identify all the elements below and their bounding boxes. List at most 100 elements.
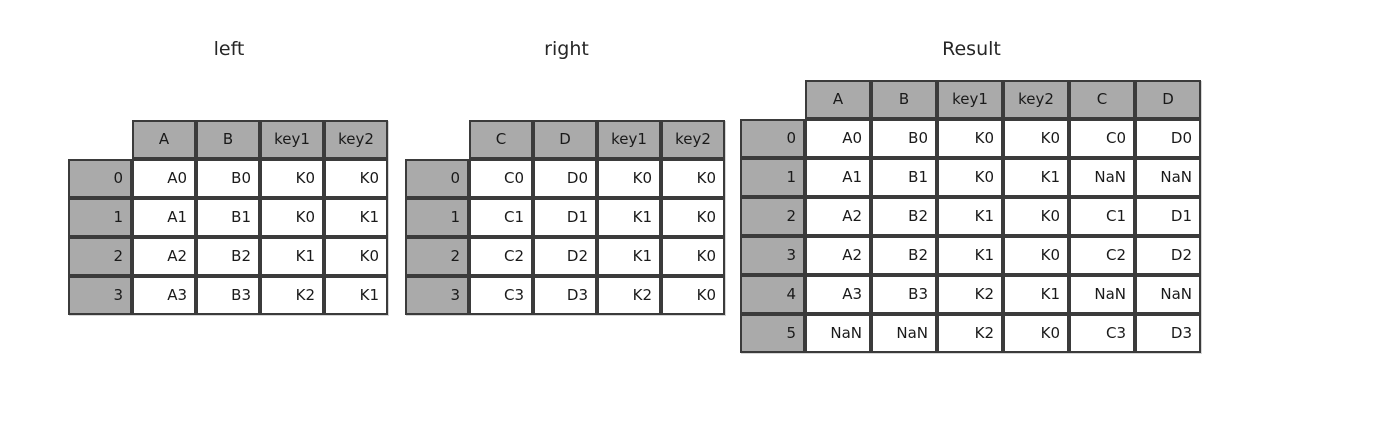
table-cell: D3 [1135, 314, 1201, 353]
table-cell: K0 [661, 198, 725, 237]
table-cell: K0 [661, 276, 725, 315]
row-index-cell: 1 [740, 158, 805, 197]
column-header: C [1069, 80, 1135, 119]
table-cell: K1 [260, 237, 324, 276]
row-index-cell: 0 [405, 159, 469, 198]
column-header: key1 [937, 80, 1003, 119]
row-index-cell: 2 [68, 237, 132, 276]
table-cell: C1 [1069, 197, 1135, 236]
column-header: key1 [597, 120, 661, 159]
table-cell: NaN [1069, 275, 1135, 314]
row-index-cell: 1 [405, 198, 469, 237]
table-cell: K0 [324, 237, 388, 276]
table-cell: C3 [469, 276, 533, 315]
table-cell: K0 [1003, 314, 1069, 353]
table-row: 1 A1 B1 K0 K1 [68, 198, 388, 237]
table-cell: B2 [871, 197, 937, 236]
row-index-cell: 3 [405, 276, 469, 315]
row-index-cell: 0 [740, 119, 805, 158]
table-cell: B1 [871, 158, 937, 197]
table-cell: A1 [132, 198, 196, 237]
table-row: 3 A3 B3 K2 K1 [68, 276, 388, 315]
table-row: 4 A3 B3 K2 K1 NaN NaN [740, 275, 1201, 314]
table-cell: K0 [1003, 197, 1069, 236]
row-index-cell: 0 [68, 159, 132, 198]
table-cell: B2 [196, 237, 260, 276]
column-header: D [1135, 80, 1201, 119]
table-cell: B3 [196, 276, 260, 315]
column-header: key2 [661, 120, 725, 159]
table-cell: K1 [324, 276, 388, 315]
column-header: B [871, 80, 937, 119]
row-index-cell: 3 [740, 236, 805, 275]
table-cell: C2 [469, 237, 533, 276]
row-index-cell: 4 [740, 275, 805, 314]
table-cell: K2 [260, 276, 324, 315]
table-cell: K0 [260, 159, 324, 198]
table-header-row: C D key1 key2 [405, 120, 725, 159]
table-cell: B0 [196, 159, 260, 198]
panel-result-title: Result [942, 38, 1001, 60]
table-row: 0 C0 D0 K0 K0 [405, 159, 725, 198]
table-cell: A2 [132, 237, 196, 276]
table-cell: C0 [469, 159, 533, 198]
row-index-cell: 2 [405, 237, 469, 276]
table-cell: C3 [1069, 314, 1135, 353]
table-cell: K0 [937, 158, 1003, 197]
table-cell: NaN [871, 314, 937, 353]
row-index-cell: 3 [68, 276, 132, 315]
table-result: A B key1 key2 C D 0 A0 B0 K0 K0 C0 D0 [740, 80, 1201, 353]
column-header: key2 [1003, 80, 1069, 119]
table-cell: K0 [1003, 236, 1069, 275]
table-header-row: A B key1 key2 C D [740, 80, 1201, 119]
table-header-row: A B key1 key2 [68, 120, 388, 159]
table-row: 5 NaN NaN K2 K0 C3 D3 [740, 314, 1201, 353]
table-cell: A0 [805, 119, 871, 158]
table-cell: C1 [469, 198, 533, 237]
table-row: 3 A2 B2 K1 K0 C2 D2 [740, 236, 1201, 275]
table-cell: K0 [937, 119, 1003, 158]
table-cell: NaN [1135, 158, 1201, 197]
row-index-cell: 5 [740, 314, 805, 353]
table-cell: K0 [597, 159, 661, 198]
table-cell: A1 [805, 158, 871, 197]
table-row: 2 A2 B2 K1 K0 [68, 237, 388, 276]
table-cell: K2 [937, 314, 1003, 353]
table-cell: K2 [597, 276, 661, 315]
table-cell: C0 [1069, 119, 1135, 158]
table-cell: B0 [871, 119, 937, 158]
table-row: 1 A1 B1 K0 K1 NaN NaN [740, 158, 1201, 197]
table-cell: D2 [533, 237, 597, 276]
table-row: 2 C2 D2 K1 K0 [405, 237, 725, 276]
table-row: 0 A0 B0 K0 K0 [68, 159, 388, 198]
table-cell: C2 [1069, 236, 1135, 275]
table-cell: K1 [597, 198, 661, 237]
table-cell: K2 [937, 275, 1003, 314]
index-corner-cell [405, 120, 469, 159]
table-cell: A2 [805, 197, 871, 236]
table-left: A B key1 key2 0 A0 B0 K0 K0 1 A1 B1 [68, 120, 388, 315]
panel-left-title: left [213, 38, 245, 60]
table-cell: NaN [1135, 275, 1201, 314]
column-header: A [132, 120, 196, 159]
panel-right-title: right [544, 38, 589, 60]
table-cell: K1 [1003, 275, 1069, 314]
table-cell: D2 [1135, 236, 1201, 275]
table-cell: D1 [533, 198, 597, 237]
table-cell: D0 [533, 159, 597, 198]
column-header: B [196, 120, 260, 159]
table-cell: NaN [1069, 158, 1135, 197]
table-cell: K0 [661, 159, 725, 198]
table-cell: K1 [937, 236, 1003, 275]
table-cell: A3 [132, 276, 196, 315]
table-cell: K1 [324, 198, 388, 237]
table-cell: D3 [533, 276, 597, 315]
table-cell: K0 [1003, 119, 1069, 158]
table-cell: A3 [805, 275, 871, 314]
row-index-cell: 1 [68, 198, 132, 237]
table-cell: K1 [937, 197, 1003, 236]
table-cell: A0 [132, 159, 196, 198]
column-header: D [533, 120, 597, 159]
table-row: 1 C1 D1 K1 K0 [405, 198, 725, 237]
